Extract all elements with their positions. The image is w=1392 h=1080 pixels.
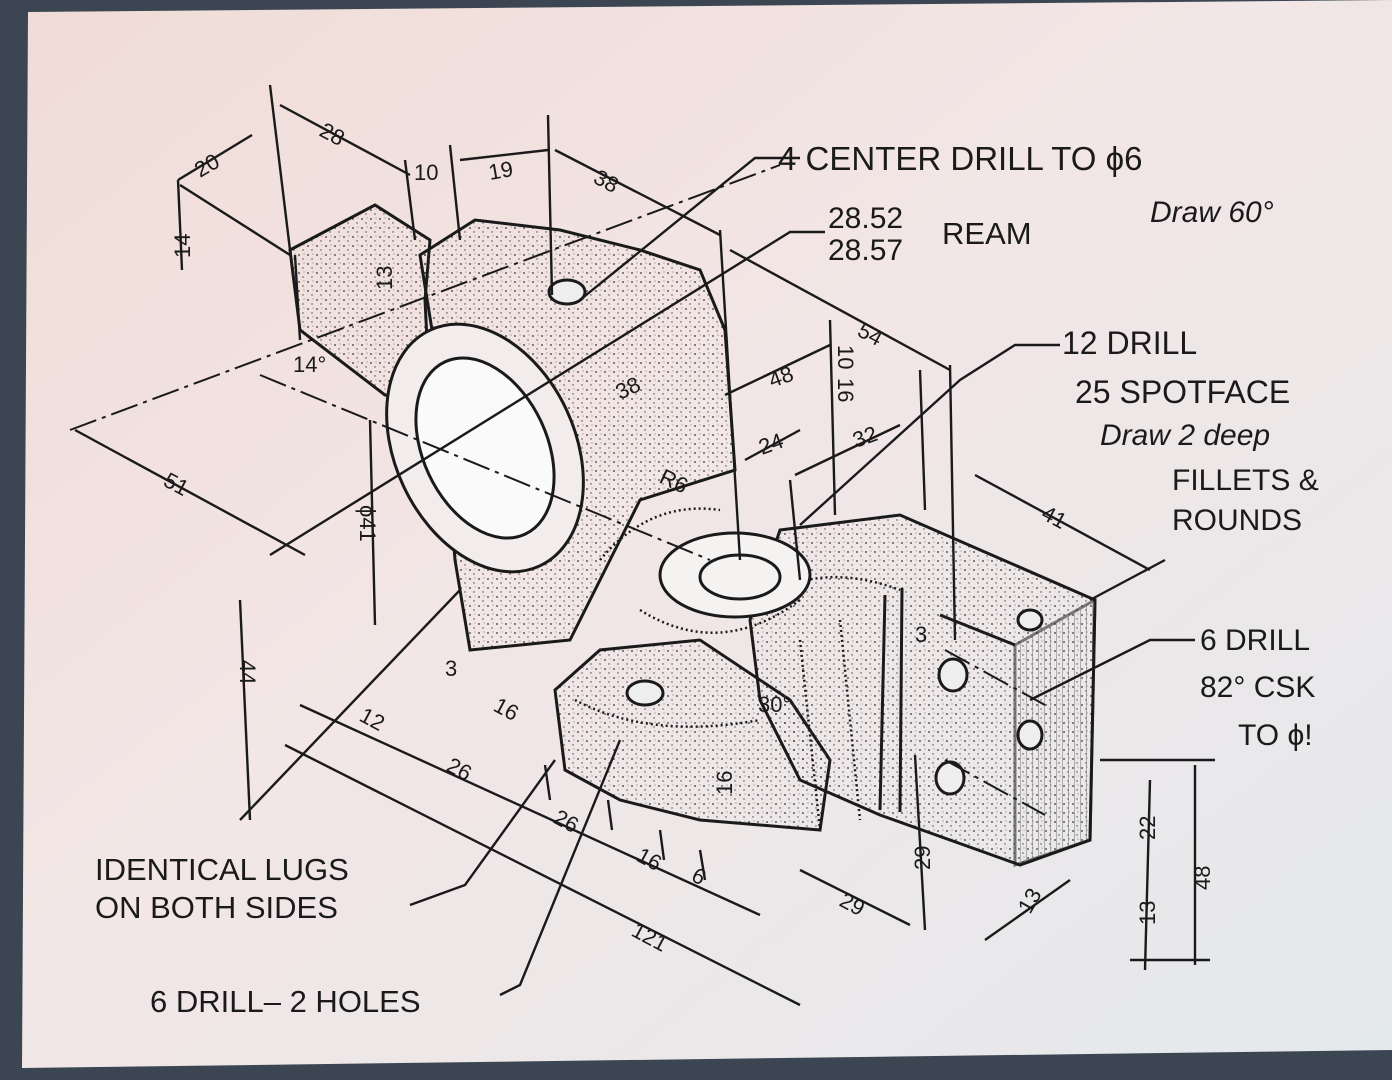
dim-41-phi: ϕ41 [355,505,380,542]
note-lugs-2: ON BOTH SIDES [95,890,338,925]
bearing-bore [385,322,585,574]
dimension-lines [74,84,1215,1007]
note-lugs-1: IDENTICAL LUGS [95,852,349,887]
dim-14deg: 14° [293,352,326,377]
dim-22: 22 [1135,816,1160,840]
dim-48b: 48 [1190,866,1215,890]
note-6-drill: 6 DRILL [1200,624,1310,657]
dim-29b: 29 [910,846,935,870]
note-rounds: ROUNDS [1172,504,1302,537]
dim-44: 44 [235,660,260,684]
dim-30deg: 30° [758,692,791,717]
note-draw-2deep: Draw 2 deep [1100,419,1270,452]
dim-3b: 3 [915,622,927,647]
note-ream-bottom: 28.57 [828,234,903,267]
dim-14: 14 [170,234,195,258]
center-lines [69,164,1046,816]
dim-19: 19 [487,156,515,185]
dim-16c: 16 [712,771,737,795]
slot [878,587,1016,813]
note-6-drill-2-holes: 6 DRILL– 2 HOLES [150,984,421,1019]
note-csk: 82° CSK [1200,671,1315,704]
note-ream-label: REAM [942,216,1032,251]
note-center-drill: 4 CENTER DRILL TO ϕ6 [778,140,1142,177]
dim-10: 10 [414,160,438,185]
dim-10b: 10 [833,345,858,369]
spotface [658,531,812,619]
note-ream-top: 28.52 [828,202,903,235]
dim-13c: 13 [1135,901,1160,925]
dim-13a: 13 [372,266,397,290]
note-draw-60: Draw 60° [1150,196,1274,229]
note-12-drill: 12 DRILL [1062,325,1197,361]
notes: 4 CENTER DRILL TO ϕ6 Draw 60° 28.52 28.5… [95,140,1319,1019]
note-fillets: FILLETS & [1172,464,1319,497]
dim-3a: 3 [445,656,457,681]
note-to-phi: TO ϕ! [1238,719,1313,752]
leader-lines [269,156,1195,997]
note-spotface: 25 SPOTFACE [1075,374,1290,410]
dim-16v: 16 [833,378,858,402]
